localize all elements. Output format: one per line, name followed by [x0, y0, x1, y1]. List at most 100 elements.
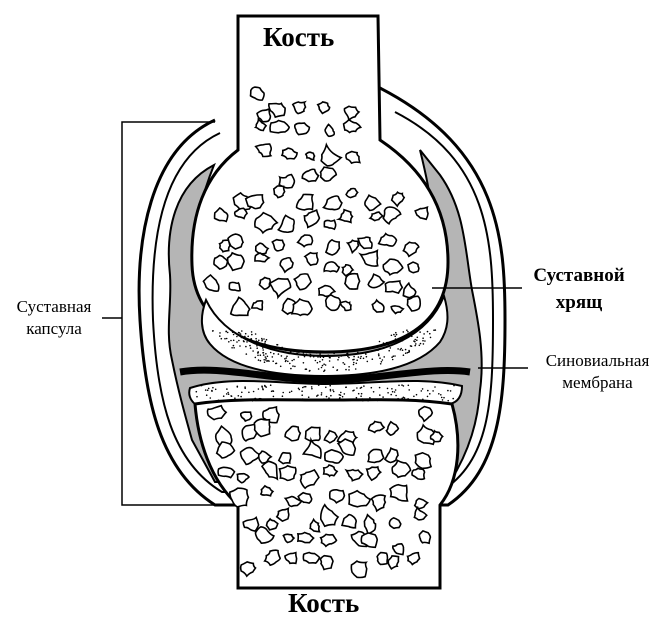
stipple-dot — [265, 341, 267, 343]
stipple-dot — [337, 369, 339, 371]
trabecula — [351, 561, 366, 577]
stipple-dot — [266, 339, 268, 341]
stipple-dot — [432, 390, 434, 392]
trabecula — [305, 427, 320, 441]
stipple-dot — [277, 398, 279, 400]
stipple-dot — [272, 356, 274, 358]
stipple-dot — [302, 398, 304, 400]
stipple-dot — [353, 350, 355, 352]
stipple-dot — [414, 345, 416, 347]
stipple-dot — [379, 394, 381, 396]
stipple-dot — [396, 334, 398, 336]
stipple-dot — [290, 351, 292, 353]
stipple-dot — [405, 349, 407, 351]
stipple-dot — [298, 351, 300, 353]
stipple-dot — [407, 331, 409, 333]
stipple-dot — [291, 391, 293, 393]
stipple-dot — [383, 342, 385, 344]
stipple-dot — [258, 388, 260, 390]
stipple-dot — [332, 366, 334, 368]
trabecula — [345, 274, 360, 289]
stipple-dot — [250, 347, 252, 349]
stipple-dot — [233, 347, 235, 349]
stipple-dot — [402, 340, 404, 342]
stipple-dot — [401, 398, 403, 400]
stipple-dot — [453, 385, 455, 387]
stipple-dot — [281, 347, 283, 349]
stipple-dot — [356, 363, 358, 365]
trabecula — [246, 195, 264, 209]
stipple-dot — [388, 350, 390, 352]
stipple-dot — [303, 386, 305, 388]
stipple-dot — [381, 361, 383, 363]
stipple-dot — [267, 345, 269, 347]
stipple-dot — [291, 360, 293, 362]
stipple-dot — [268, 360, 270, 362]
stipple-dot — [383, 356, 385, 358]
stipple-dot — [367, 400, 369, 402]
stipple-dot — [353, 356, 355, 358]
stipple-dot — [236, 341, 238, 343]
stipple-dot — [382, 359, 384, 361]
stipple-dot — [257, 341, 259, 343]
stipple-dot — [348, 369, 350, 371]
stipple-dot — [290, 368, 292, 370]
stipple-dot — [263, 359, 265, 361]
stipple-dot — [309, 370, 311, 372]
stipple-dot — [262, 345, 264, 347]
stipple-dot — [422, 337, 424, 339]
stipple-dot — [267, 356, 269, 358]
stipple-dot — [330, 390, 332, 392]
stipple-dot — [340, 392, 342, 394]
stipple-dot — [405, 352, 407, 354]
stipple-dot — [334, 400, 336, 402]
stipple-dot — [280, 366, 282, 368]
stipple-dot — [395, 389, 397, 391]
stipple-dot — [233, 345, 235, 347]
stipple-dot — [260, 360, 262, 362]
stipple-dot — [361, 393, 363, 395]
stipple-dot — [260, 354, 262, 356]
stipple-dot — [210, 397, 212, 399]
stipple-dot — [415, 343, 417, 345]
stipple-dot — [362, 400, 364, 402]
stipple-dot — [282, 395, 284, 397]
stipple-dot — [286, 356, 288, 358]
stipple-dot — [282, 392, 284, 394]
stipple-dot — [257, 355, 259, 357]
stipple-dot — [251, 331, 253, 333]
stipple-dot — [250, 338, 252, 340]
stipple-dot — [450, 390, 452, 392]
stipple-dot — [447, 400, 449, 402]
stipple-dot — [322, 359, 324, 361]
stipple-dot — [329, 360, 331, 362]
stipple-dot — [241, 399, 243, 401]
stipple-dot — [310, 356, 312, 358]
stipple-dot — [414, 339, 416, 341]
stipple-dot — [333, 391, 335, 393]
stipple-dot — [240, 400, 242, 402]
stipple-dot — [234, 397, 236, 399]
stipple-dot — [359, 349, 361, 351]
stipple-dot — [227, 332, 229, 334]
stipple-dot — [258, 340, 260, 342]
stipple-dot — [422, 388, 424, 390]
stipple-dot — [262, 347, 264, 349]
stipple-dot — [310, 354, 312, 356]
stipple-dot — [263, 338, 265, 340]
stipple-dot — [326, 396, 328, 398]
stipple-dot — [316, 352, 318, 354]
stipple-dot — [208, 388, 210, 390]
stipple-dot — [317, 356, 319, 358]
stipple-dot — [248, 392, 250, 394]
stipple-dot — [427, 331, 429, 333]
stipple-dot — [390, 399, 392, 401]
stipple-dot — [401, 384, 403, 386]
stipple-dot — [232, 332, 234, 334]
stipple-dot — [272, 360, 274, 362]
stipple-dot — [255, 333, 257, 335]
stipple-dot — [239, 345, 241, 347]
stipple-dot — [254, 398, 256, 400]
stipple-dot — [327, 355, 329, 357]
stipple-dot — [274, 348, 276, 350]
